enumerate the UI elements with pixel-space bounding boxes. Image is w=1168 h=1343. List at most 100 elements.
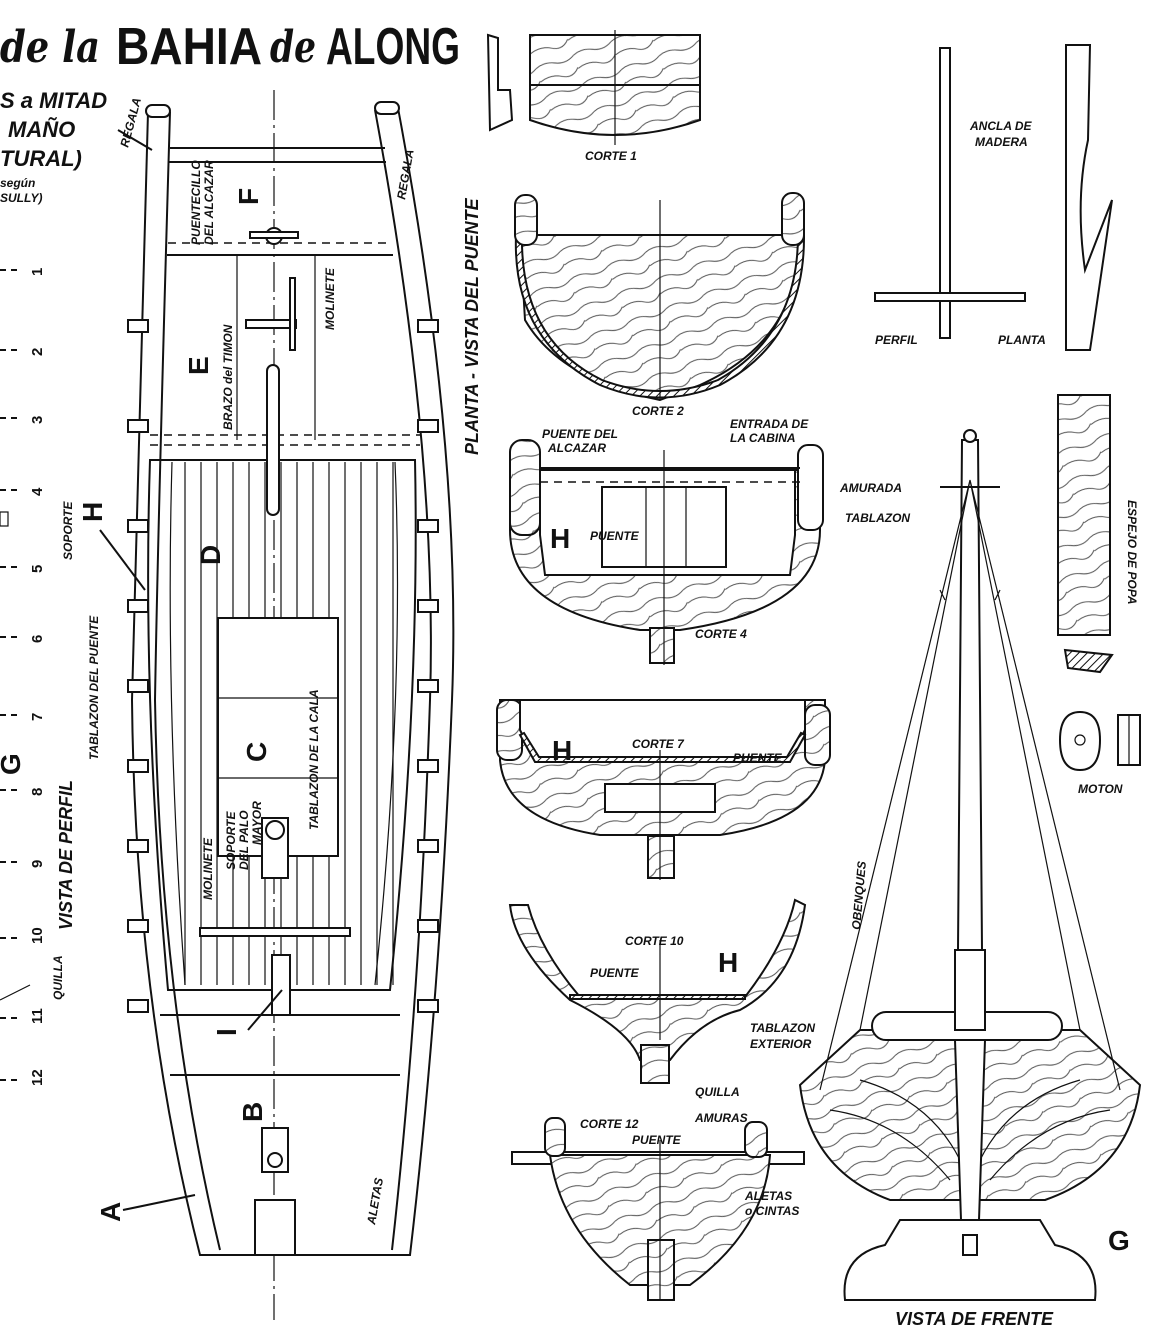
label-ancla: MADERA [975,135,1028,149]
frame-block [417,319,439,333]
label-soporte-palo: MAYOR [250,801,264,845]
subtitle: S a MITAD MAÑO TURAL) según SULLY) [0,88,107,205]
label-amuras: AMURAS [694,1111,748,1125]
label-espejo: ESPEJO DE POPA [1125,500,1139,604]
label-corte-2: CORTE 2 [632,404,684,418]
label-alcazar: DEL ALCAZAR [202,160,216,245]
section-corte-1: CORTE 1 [486,30,701,163]
frame-block [127,519,149,533]
label-tablazon-cala: TABLAZON DE LA CALA [307,689,321,830]
front-view: OBENQUES G VISTA DE FRENTE [798,429,1142,1329]
label-aletas-cintas: o CINTAS [745,1204,799,1218]
label-corte-12: CORTE 12 [580,1117,639,1131]
frame-block [127,319,149,333]
label-soporte: SOPORTE [61,501,75,560]
label-moton: MOTON [1078,782,1123,796]
frame-block [127,599,149,613]
letter-h: H [552,735,572,766]
label-quilla: QUILLA [695,1085,740,1099]
label-corte-10: CORTE 10 [625,934,684,948]
label-soporte-palo: SOPORTE [224,811,238,870]
ruler-number: 8 [29,788,46,796]
label-brazo-timon: BRAZO del TIMON [221,324,235,430]
subtitle-line: según [0,176,35,190]
label-tablazon: TABLAZON [845,511,910,525]
section-corte-4: PUENTE DEL ALCAZAR ENTRADA DE LA CABINA … [509,417,910,665]
ruler-number: 2 [29,348,46,356]
section-corte-7: CORTE 7 H PUENTE [496,699,831,880]
label-obenques: OBENQUES [849,861,869,931]
frame-block [127,759,149,773]
label-aletas-cintas: ALETAS [744,1189,792,1203]
letter-g: G [1108,1225,1130,1256]
frame-block [417,759,439,773]
frame-block [417,419,439,433]
section-corte-12: CORTE 12 PUENTE AMURAS ALETAS o CINTAS [511,1111,805,1301]
label-tablazon-exterior: TABLAZON [750,1021,815,1035]
label-puente: PUENTE [590,966,640,980]
frame-block [417,679,439,693]
letter-f: F [233,188,264,205]
aft-windlass-icon [199,927,351,937]
subtitle-line: SULLY) [0,191,42,205]
label-tablazon-exterior: EXTERIOR [750,1037,812,1051]
subtitle-line: TURAL) [0,146,82,171]
letter-b: B [237,1102,268,1122]
section-corte-2: CORTE 2 [514,192,806,418]
label-molinete-aft: MOLINETE [201,837,215,900]
transom: ESPEJO DE POPA [1057,394,1139,674]
plan-view-heading: PLANTA - VISTA DEL PUENTE [462,197,482,455]
label-puentecillo: PUENTECILLO [189,160,203,245]
label-vista-perfil: VISTA DE PERFIL [56,780,76,930]
ruler-number: 10 [29,927,46,944]
letter-h: H [550,523,570,554]
label-tablazon-puente: TABLAZON DEL PUENTE [87,615,101,760]
ruler-number: 6 [29,635,46,643]
ruler-number: 9 [29,860,46,868]
ruler-number: 3 [29,416,46,424]
letter-h: H [718,947,738,978]
label-puente-alcazar: ALCAZAR [547,441,606,455]
label-corte-4: CORTE 4 [695,627,747,641]
label-puente: PUENTE [632,1133,682,1147]
ruler-number: 7 [29,713,46,721]
ruler-number: 5 [29,565,46,573]
label-entrada-cabina: LA CABINA [730,431,796,445]
frame-block [127,419,149,433]
frame-block [417,519,439,533]
frame-block [417,839,439,853]
letter-c: C [241,742,272,762]
ruler-number: 12 [29,1069,46,1086]
soporte-mark [0,511,9,527]
frame-block [127,999,149,1013]
label-planta: PLANTA [998,333,1046,347]
plan-view-hull [99,90,455,1320]
label-molinete-top: MOLINETE [323,267,337,330]
label-g: G [0,753,26,775]
frame-block [417,999,439,1013]
ruler-number: 1 [29,268,46,276]
label-corte-7: CORTE 7 [632,737,685,751]
frame-block [127,919,149,933]
ruler-number: 4 [29,487,46,496]
sheet-title: de la BAHIA de ALONG [0,18,460,76]
label-entrada-cabina: ENTRADA DE [730,417,809,431]
title-script-2: de [270,22,316,73]
letter-i: I [211,1028,242,1036]
title-main-1: BAHIA [116,18,262,76]
frame-block [127,679,149,693]
subtitle-line: MAÑO [8,117,75,142]
label-ancla: ANCLA DE [969,119,1033,133]
title-script-1: de la [0,22,100,73]
windlass-icon [245,319,297,329]
label-puente: PUENTE [733,751,783,765]
front-view-title: VISTA DE FRENTE [895,1309,1054,1329]
letter-a: A [95,1202,126,1222]
frame-block [417,599,439,613]
frame-block [127,839,149,853]
subtitle-line: S a MITAD [0,88,107,113]
title-main-2: ALONG [326,18,460,76]
letter-e: E [183,356,214,375]
